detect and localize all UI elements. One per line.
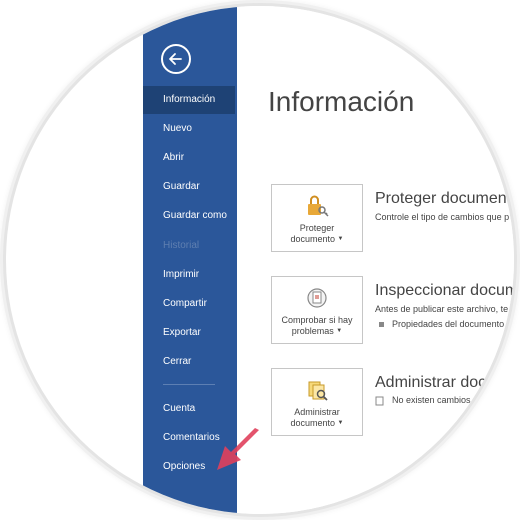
chevron-down-icon: ▼ bbox=[337, 420, 344, 427]
sidebar-item-nuevo[interactable]: Nuevo bbox=[163, 123, 192, 134]
inspect-document-icon bbox=[307, 288, 327, 308]
tile-label-text: documento bbox=[290, 418, 336, 428]
sidebar-item-cuenta[interactable]: Cuenta bbox=[163, 403, 196, 414]
section-heading-protect: Proteger documento bbox=[375, 190, 514, 207]
highlight-arrow-icon bbox=[217, 428, 259, 470]
bullet-square-icon bbox=[379, 322, 384, 328]
main-content bbox=[237, 6, 514, 514]
sidebar-item-informacion[interactable]: Información bbox=[143, 86, 235, 114]
section-heading-manage: Administrar documento bbox=[375, 374, 514, 391]
chevron-down-icon: ▼ bbox=[337, 236, 344, 243]
lock-key-icon bbox=[308, 195, 329, 217]
sidebar-item-opciones[interactable]: Opciones bbox=[163, 461, 206, 472]
circular-crop-frame: Información Nuevo Abrir Guardar Guardar … bbox=[6, 6, 514, 514]
section-desc-inspect: Antes de publicar este archivo, te bbox=[375, 304, 509, 314]
manage-document-button[interactable]: Administrar documento ▼ bbox=[271, 368, 363, 436]
section-heading-inspect: Inspeccionar documento bbox=[375, 282, 514, 299]
tile-label-line2: documento ▼ bbox=[272, 234, 362, 245]
sidebar-item-guardar[interactable]: Guardar bbox=[163, 181, 200, 192]
tile-label-line2: documento ▼ bbox=[272, 418, 362, 429]
sidebar-item-imprimir[interactable]: Imprimir bbox=[163, 269, 200, 280]
tile-label-line2: problemas ▼ bbox=[272, 326, 362, 337]
tile-label-text: documento bbox=[290, 234, 336, 244]
bullet-text: Propiedades del documento bbox=[392, 319, 505, 329]
sidebar-divider bbox=[163, 384, 215, 385]
back-arrow-icon bbox=[169, 53, 182, 65]
section-desc-text: No existen cambios bbox=[392, 395, 471, 405]
check-issues-button[interactable]: Comprobar si hay problemas ▼ bbox=[271, 276, 363, 344]
tile-label-line1: Proteger bbox=[299, 223, 335, 233]
sidebar-item-comentarios[interactable]: Comentarios bbox=[163, 432, 220, 443]
manage-document-icon bbox=[308, 381, 328, 401]
sidebar-item-cerrar[interactable]: Cerrar bbox=[163, 356, 192, 367]
sidebar-item-historial: Historial bbox=[163, 240, 200, 251]
tile-label-line1: Administrar bbox=[294, 407, 340, 417]
tile-label-text: problemas bbox=[291, 326, 334, 336]
back-button[interactable] bbox=[161, 44, 191, 74]
section-desc-manage: No existen cambios bbox=[375, 395, 471, 406]
chevron-down-icon: ▼ bbox=[336, 328, 343, 335]
sidebar-item-exportar[interactable]: Exportar bbox=[163, 327, 201, 338]
page-title: Información bbox=[268, 86, 415, 117]
document-small-icon bbox=[375, 396, 384, 406]
sidebar-item-abrir[interactable]: Abrir bbox=[163, 152, 185, 163]
sidebar-item-guardar-como[interactable]: Guardar como bbox=[163, 210, 227, 221]
sidebar-item-compartir[interactable]: Compartir bbox=[163, 298, 207, 309]
backstage-sidebar: Información Nuevo Abrir Guardar Guardar … bbox=[143, 6, 237, 514]
tile-label-line1: Comprobar si hay bbox=[281, 315, 353, 325]
protect-document-button[interactable]: Proteger documento ▼ bbox=[271, 184, 363, 252]
section-desc-protect: Controle el tipo de cambios que p bbox=[375, 212, 510, 222]
section-bullet-properties: Propiedades del documento bbox=[379, 319, 504, 329]
